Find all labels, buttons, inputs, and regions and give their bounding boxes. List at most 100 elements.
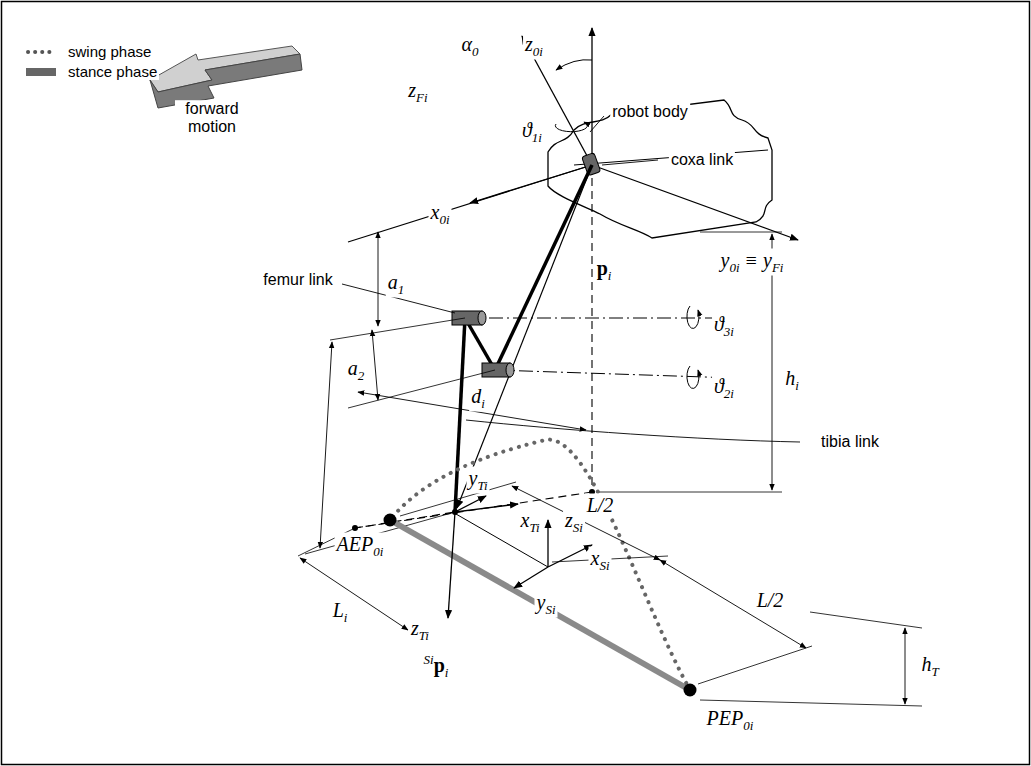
extension-line [330, 318, 465, 340]
label-holder: hT [919, 653, 940, 680]
theta3-rotation [687, 306, 699, 328]
label-holder: ϑ2i [712, 375, 736, 402]
label-holder: a1 [386, 271, 407, 298]
vertical-dashed [591, 165, 592, 492]
label-holder: femur link [261, 271, 334, 289]
extension-line [400, 482, 516, 516]
label-holder: xTi [518, 509, 541, 536]
x0-arrow [470, 165, 592, 203]
symbol-label: zFi [406, 79, 429, 106]
pep-point [684, 684, 697, 697]
label-holder: x0i [428, 201, 451, 228]
label-holder: xSi [588, 547, 611, 574]
yS-axis [514, 567, 548, 588]
symbol-label: pi [595, 257, 614, 284]
label-holder: Li [331, 599, 350, 626]
swing-sample [28, 50, 56, 54]
symbol-label: Sipi [422, 652, 451, 681]
tibia-link [455, 318, 465, 512]
dimension-a2 [372, 330, 378, 400]
ground-dashed [355, 492, 592, 528]
label-holder: yTi [466, 467, 489, 494]
dimension-a1 [378, 232, 379, 326]
symbol-label: α0 [460, 33, 481, 60]
position-vector [457, 165, 592, 508]
leader-line [466, 420, 800, 442]
symbol-label: di [469, 385, 487, 412]
symbol-label: L/2 [755, 589, 786, 612]
xS-axis [548, 545, 592, 567]
aep-point [384, 514, 397, 527]
label-holder: y0i ≡ yFi [719, 249, 786, 276]
alpha-arc [556, 60, 592, 70]
dimension-li [300, 558, 408, 630]
symbol-label: hT [919, 653, 940, 680]
label-holder: zSi [563, 509, 585, 536]
legend-swatch [26, 68, 56, 76]
part-name: coxa link [669, 151, 735, 169]
theta1-rotation [555, 122, 587, 132]
label-holder: AEP0i [335, 533, 386, 560]
symbol-label: a2 [346, 357, 367, 384]
symbol-label: hi [783, 367, 801, 394]
zS-axis [547, 520, 548, 567]
symbol-label: x0i [428, 201, 451, 228]
femur-joint-end [478, 311, 486, 325]
part-name: forward motion [175, 100, 249, 135]
robot-body [548, 100, 772, 238]
y0-axis [592, 165, 798, 240]
label-holder: L/2 [755, 589, 786, 612]
leader-line [590, 116, 604, 132]
label-holder: α0 [460, 33, 481, 60]
symbol-label: PEP0i [705, 707, 756, 734]
leader-line [602, 160, 658, 165]
part-name: tibia link [819, 433, 881, 451]
label-holder: coxa link [669, 151, 735, 169]
swing-curve [390, 440, 690, 690]
label-holder: ϑ1i [520, 119, 544, 146]
symbol-label: zSi [563, 509, 585, 536]
label-holder: a2 [346, 357, 367, 384]
symbol-label: ϑ2i [712, 375, 736, 402]
label-holder: Sipi [422, 652, 451, 681]
part-name: femur link [261, 271, 334, 289]
extension-line [810, 612, 922, 628]
label-holder: ySi [534, 591, 557, 618]
theta2-rotation [687, 366, 699, 388]
label-holder: z0i [523, 33, 545, 60]
symbol-label: zTi [409, 617, 431, 644]
local-vector [456, 514, 548, 567]
label-holder: zFi [406, 79, 429, 106]
dimension-a3 [320, 342, 332, 548]
symbol-label: AEP0i [335, 533, 386, 560]
symbol-label: z0i [523, 33, 545, 60]
label-holder: PEP0i [705, 707, 756, 734]
extension-line [700, 700, 922, 706]
legend-holder: swing phase [66, 43, 153, 61]
dimension-ht [905, 628, 906, 704]
extension-line [700, 232, 782, 233]
symbol-label: ϑ1i [520, 119, 544, 146]
z0-axis [591, 28, 592, 165]
label-holder: pi [595, 257, 614, 284]
symbol-label: ϑ3i [712, 313, 736, 340]
zT-axis [448, 512, 455, 618]
x0-axis [348, 165, 592, 242]
coxa-joint [582, 153, 601, 176]
label-holder: L/2 [585, 494, 616, 517]
label-holder: ϑ3i [712, 313, 736, 340]
label-holder: tibia link [819, 433, 881, 451]
label-holder: di [469, 385, 487, 412]
symbol-label: Li [331, 599, 350, 626]
legend-holder: stance phase [66, 63, 159, 81]
extension-line [698, 646, 812, 684]
femur-link [465, 318, 495, 370]
dimension-half [512, 486, 660, 560]
part-name: robot body [610, 103, 690, 121]
label-holder: forward motion [175, 100, 249, 136]
xT-axis [455, 504, 518, 512]
tibia-joint-end [506, 363, 514, 377]
